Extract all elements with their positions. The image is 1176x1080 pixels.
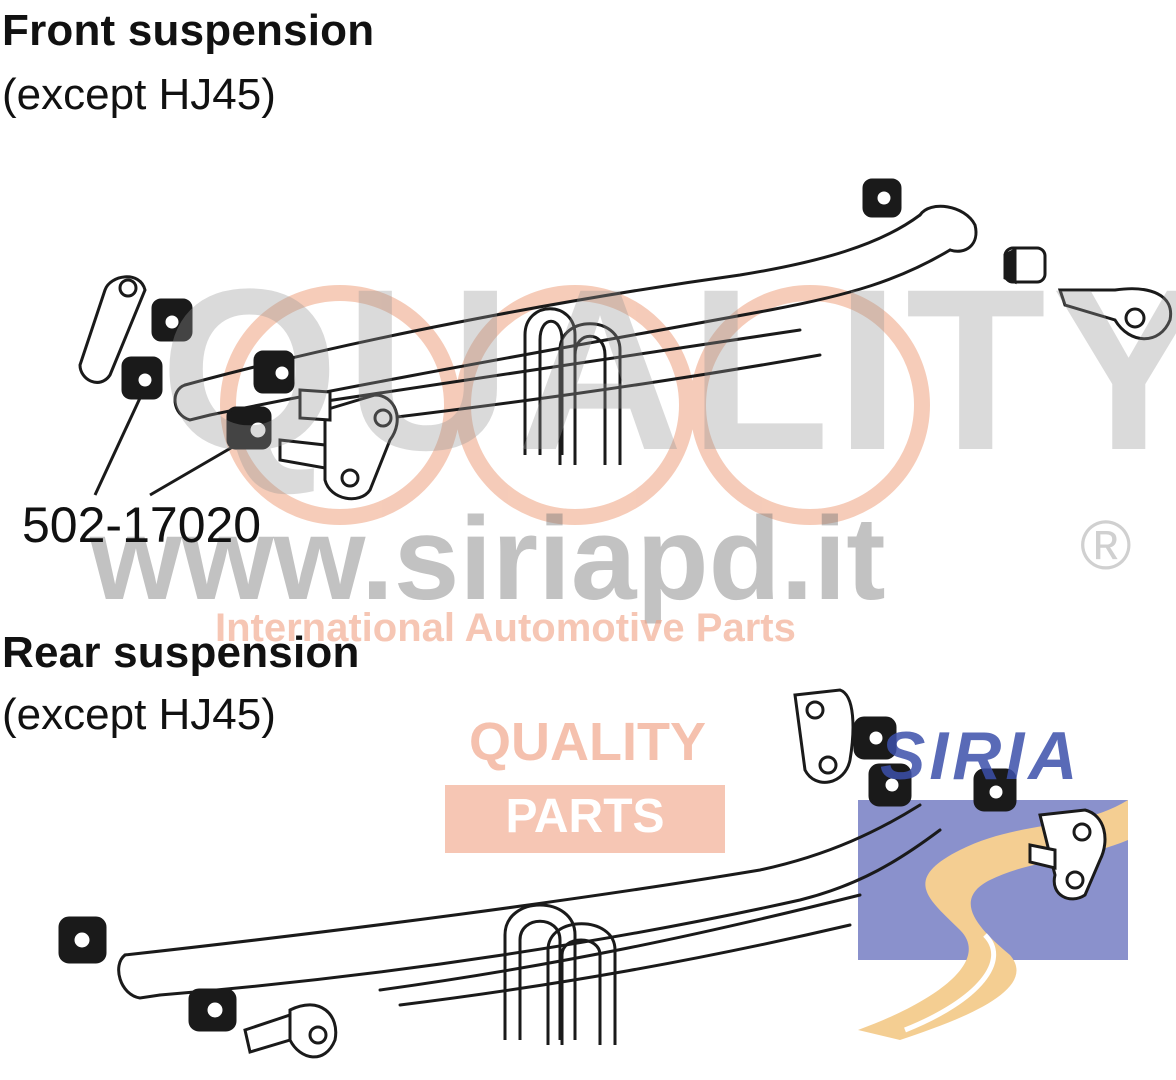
watermark-big-word: QUALITY: [160, 241, 1176, 498]
watermark-graphics: [220, 285, 930, 525]
part-number-label: 502-17020: [22, 497, 262, 553]
badge-box: PARTS: [445, 785, 725, 853]
quality-parts-badge: QUALITY PARTS: [445, 715, 730, 855]
part-leader-lines: [93, 397, 237, 497]
badge-line1: QUALITY: [469, 712, 706, 772]
front-title: Front suspension: [2, 6, 375, 55]
rear-bushings: [58, 688, 1107, 1059]
front-subtitle: (except HJ45): [2, 70, 276, 119]
watermark-url: www.siriapd.it: [90, 493, 886, 625]
badge-line2: PARTS: [505, 790, 665, 843]
rear-title: Rear suspension: [2, 628, 360, 677]
watermark-tagline: International Automotive Parts: [215, 606, 796, 650]
rear-subtitle: (except HJ45): [2, 690, 276, 739]
front-u-bolts: [523, 307, 622, 465]
watermark-registered: ®: [1080, 506, 1132, 584]
rear-u-bolts: [503, 903, 617, 1045]
rear-leaf-spring: [117, 803, 942, 1007]
siria-logo-text: SIRIA: [880, 718, 1082, 794]
front-bushings: [78, 178, 1173, 501]
